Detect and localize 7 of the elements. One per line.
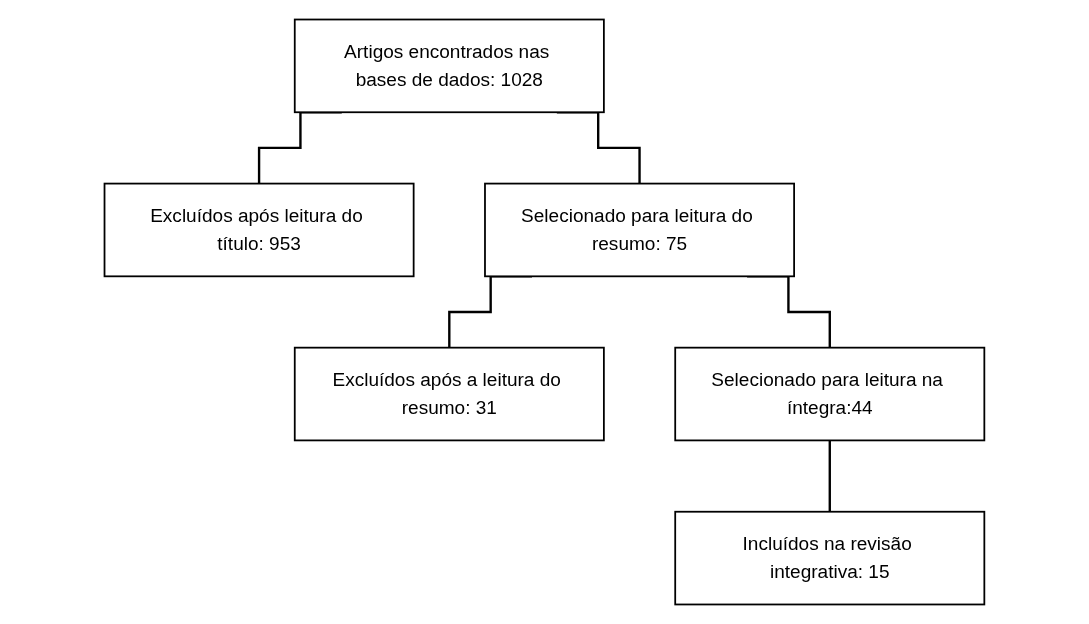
connector xyxy=(828,439,832,513)
node-box: Selecionado para leitura na íntegra:44 xyxy=(674,346,986,442)
node-box: Artigos encontrados nas bases de dados: 1028 xyxy=(293,18,605,114)
node-box: Incluídos na revisão integrativa: 15 xyxy=(674,510,986,606)
node-box: Excluídos após leitura do título: 953 xyxy=(103,182,415,278)
node-box: Selecionado para leitura do resumo: 75 xyxy=(484,182,796,278)
node-box: Excluídos após a leitura do resumo: 31 xyxy=(293,346,605,442)
